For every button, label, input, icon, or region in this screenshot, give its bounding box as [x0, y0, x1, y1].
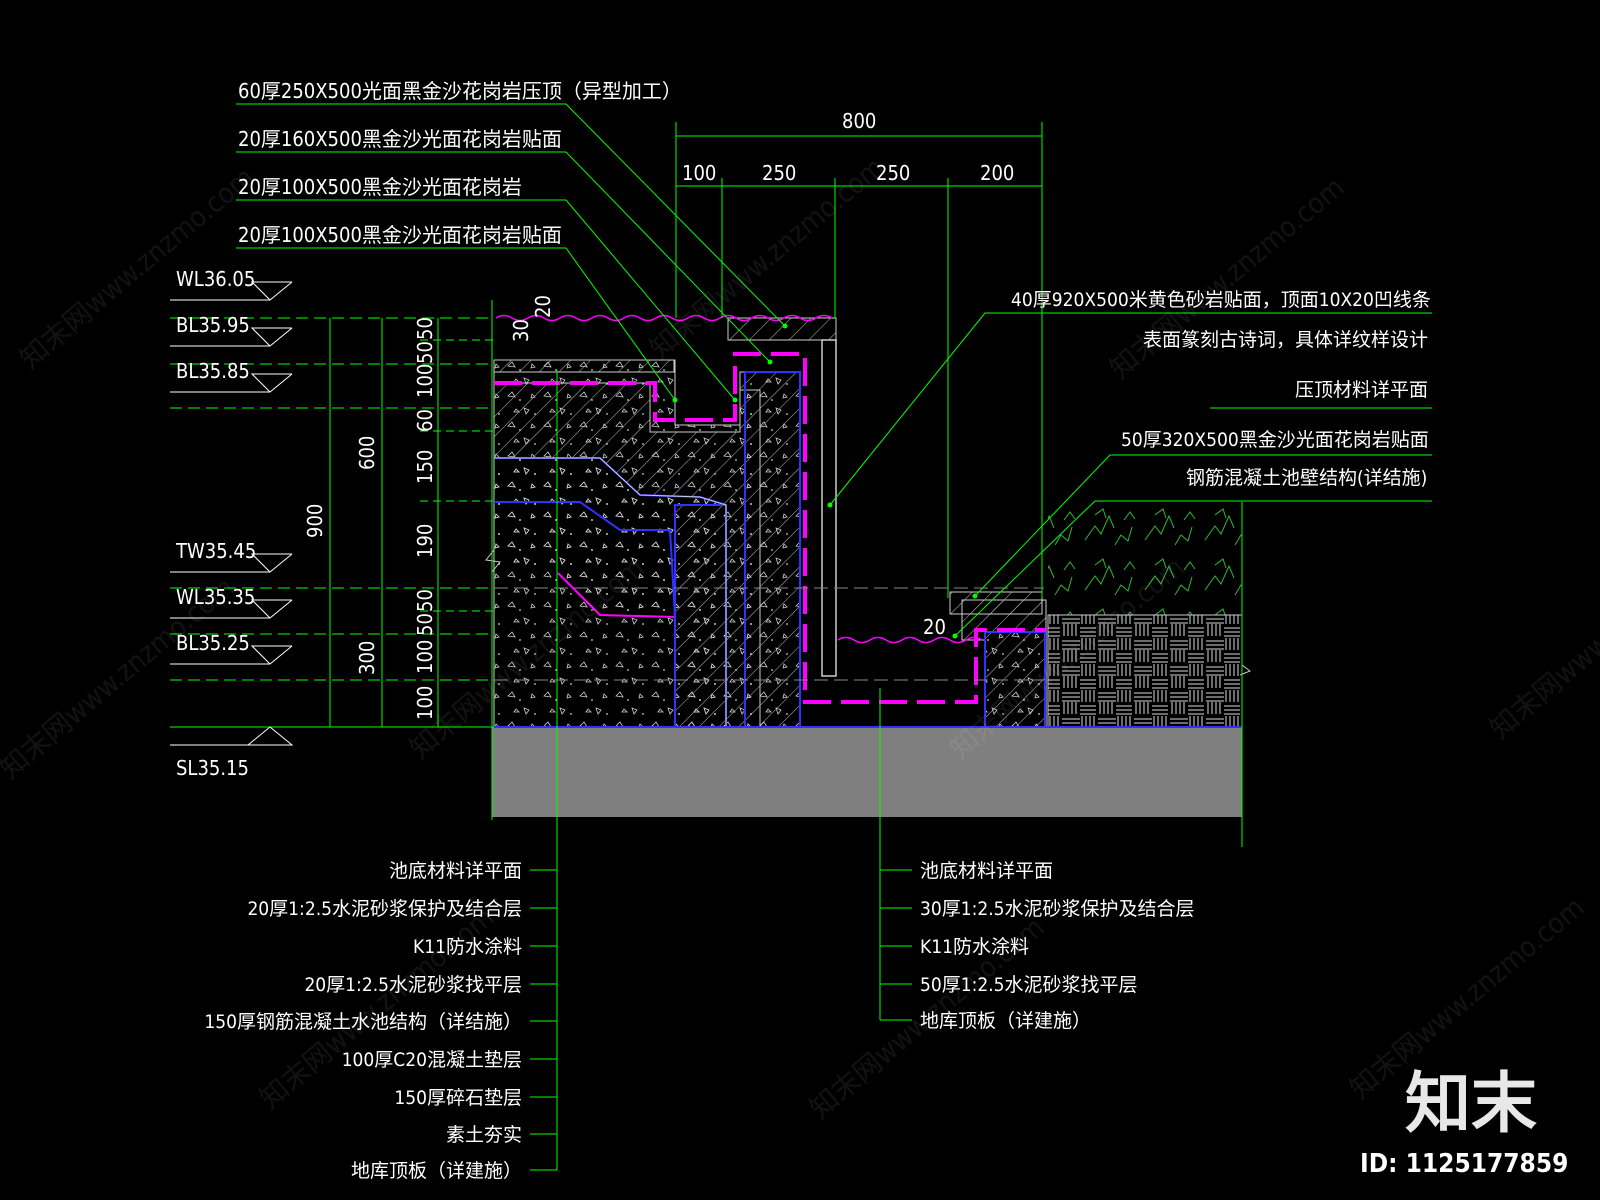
- bl-note-2: 20厚1:2.5水泥砂浆保护及结合层: [247, 898, 522, 920]
- dim-small-7: 50: [413, 589, 437, 612]
- bl-note-8: 素土夯实: [446, 1124, 522, 1146]
- dim-small-8: 50: [413, 613, 437, 636]
- planting-soil: [1047, 614, 1243, 728]
- dim-top-seg-2: 250: [762, 161, 796, 185]
- bl-note-6: 100厚C20混凝土垫层: [342, 1049, 522, 1071]
- brand-logo: 知末: [1405, 1065, 1537, 1142]
- dimension-text: 800 100 250 250 200 900 600 300 50 50 10…: [303, 109, 1014, 720]
- watermark-3: 知末网www.znzmo.com: [1103, 171, 1350, 386]
- dim-top-seg-4: 200: [980, 161, 1014, 185]
- dim-small-1: 50: [413, 317, 437, 340]
- note-engraving: 表面篆刻古诗词，具体详纹样设计: [1143, 329, 1428, 351]
- bl-note-1: 池底材料详平面: [389, 860, 522, 882]
- dim-small-4: 60: [413, 409, 437, 432]
- br-note-3: K11防水涂料: [920, 936, 1029, 958]
- watermark-4: 知末网www.znzmo.com: [0, 571, 240, 786]
- level-bl35-25: BL35.25: [176, 631, 250, 655]
- dim-top-total: 800: [842, 109, 876, 133]
- watermark-10: 知末网www.znzmo.com: [1483, 531, 1600, 746]
- note-sandstone: 40厚920X500米黄色砂岩贴面，顶面10X20凹线条: [1011, 289, 1431, 311]
- note-facing-100: 20厚100X500黑金沙光面花岗岩贴面: [238, 223, 562, 247]
- bottom-right-notes: 池底材料详平面 30厚1:2.5水泥砂浆保护及结合层 K11防水涂料 50厚1:…: [880, 860, 1195, 1032]
- break-line: [485, 549, 501, 573]
- brand: 知末 ID: 1125177859: [1360, 1065, 1568, 1179]
- level-wl36-05: WL36.05: [176, 267, 255, 291]
- dim-top-seg-3: 250: [876, 161, 910, 185]
- bl-note-3: K11防水涂料: [413, 936, 522, 958]
- left-pool-wall: [674, 504, 727, 728]
- brand-id: ID: 1125177859: [1360, 1149, 1568, 1179]
- left-concrete-core: [744, 371, 801, 728]
- br-note-5: 地库顶板（详建施）: [920, 1010, 1091, 1032]
- dim-small-3: 100: [413, 364, 437, 398]
- note-facing-160: 20厚160X500黑金沙光面花岗岩贴面: [238, 127, 562, 151]
- dim-height-total: 900: [303, 504, 327, 538]
- planting-shrubs: [1048, 502, 1242, 615]
- watermark-7: 知末网www.znzmo.com: [253, 901, 500, 1116]
- break-line-right: [1239, 664, 1252, 676]
- layer-line-2: [494, 501, 676, 618]
- bl-note-9: 地库顶板（详建施）: [351, 1160, 522, 1182]
- level-bl35-95: BL35.95: [176, 313, 250, 337]
- br-note-1: 池底材料详平面: [920, 860, 1053, 882]
- level-markers: [170, 281, 294, 746]
- top-notes: 60厚250X500光面黑金沙花岗岩压顶（异型加工） 20厚160X500黑金沙…: [236, 79, 788, 403]
- dim-height-upper: 600: [355, 436, 379, 470]
- dim-height-lower: 300: [355, 641, 379, 675]
- dim-small-9: 100: [413, 640, 437, 674]
- bottom-left-notes: 池底材料详平面 20厚1:2.5水泥砂浆保护及结合层 K11防水涂料 20厚1:…: [204, 860, 557, 1182]
- dimension-lines: [170, 122, 1243, 1170]
- dim-surface-30: 30: [509, 319, 533, 342]
- note-rc-wall: 钢筋混凝土池壁结构(详结施): [1186, 467, 1427, 489]
- layer-line-3: [557, 572, 676, 618]
- dim-surface-20: 20: [531, 295, 555, 318]
- right-notes: 40厚920X500米黄色砂岩贴面，顶面10X20凹线条 表面篆刻古诗词，具体详…: [827, 289, 1432, 639]
- note-granite-320: 50厚320X500黑金沙光面花岗岩贴面: [1121, 429, 1429, 451]
- sandstone-wall: [821, 339, 837, 677]
- dim-small-5: 150: [413, 450, 437, 484]
- right-coping: [949, 591, 1043, 615]
- bl-note-4: 20厚1:2.5水泥砂浆找平层: [304, 974, 522, 996]
- gravel-layer: [494, 458, 726, 727]
- level-wl35-35: WL35.35: [176, 585, 255, 609]
- bl-note-7: 150厚碎石垫层: [394, 1087, 522, 1109]
- br-note-4: 50厚1:2.5水泥砂浆找平层: [920, 974, 1138, 996]
- level-tw35-45: TW35.45: [175, 539, 256, 563]
- dim-small-10: 100: [413, 686, 437, 720]
- section-structure: [485, 314, 1252, 817]
- br-note-2: 30厚1:2.5水泥砂浆保护及结合层: [920, 898, 1195, 920]
- level-sl35-15: SL35.15: [176, 756, 249, 780]
- lower-water-surface: [837, 636, 983, 644]
- note-coping-plan: 压顶材料详平面: [1295, 379, 1428, 401]
- upper-basin-top: [493, 359, 675, 373]
- dim-right-20: 20: [923, 615, 946, 639]
- note-coping: 60厚250X500光面黑金沙花岗岩压顶（异型加工）: [238, 79, 682, 103]
- basement-roof-slab: [492, 727, 1242, 817]
- dim-small-6: 190: [413, 524, 437, 558]
- waterproof-membrane: [494, 352, 1046, 704]
- level-bl35-85: BL35.85: [176, 359, 250, 383]
- dim-top-seg-1: 100: [682, 161, 716, 185]
- level-labels: WL36.05 BL35.95 BL35.85 TW35.45 WL35.35 …: [175, 267, 256, 780]
- bl-note-5: 150厚钢筋混凝土水池结构（详结施）: [204, 1011, 522, 1033]
- note-granite-100: 20厚100X500黑金沙光面花岗岩: [238, 175, 522, 199]
- dim-small-2: 50: [413, 341, 437, 364]
